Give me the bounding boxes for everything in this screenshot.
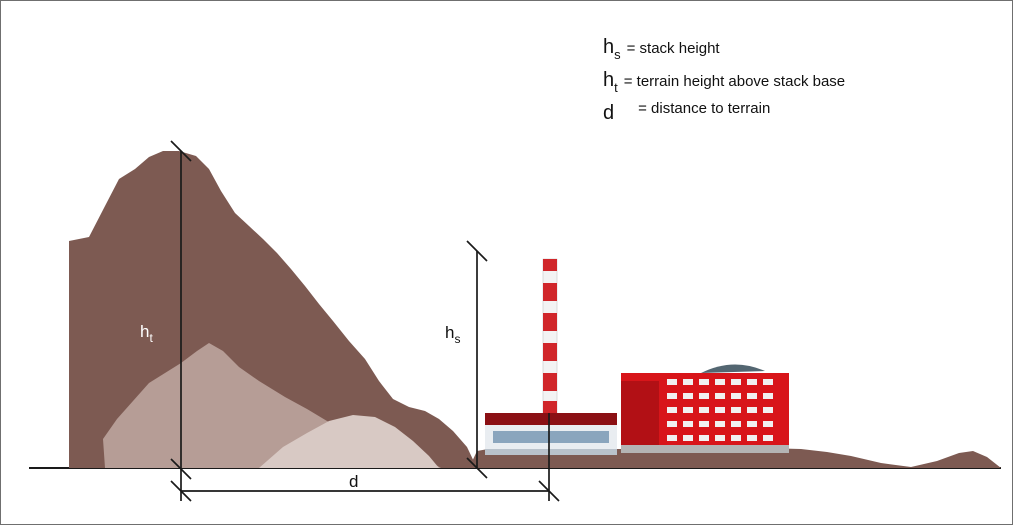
stack-stripe	[543, 259, 557, 271]
mountain-light-layer	[259, 415, 439, 468]
window	[763, 393, 773, 399]
window	[699, 379, 709, 385]
stack-stripe	[543, 343, 557, 361]
distance-tick-left	[170, 480, 192, 502]
stack-height-tick-top	[466, 240, 488, 262]
low-building-base	[485, 449, 617, 455]
window	[683, 379, 693, 385]
stack-stripe	[543, 313, 557, 331]
window	[715, 421, 725, 427]
stack-stripe	[543, 283, 557, 301]
dimension-lines	[170, 140, 560, 502]
distance-tick-right	[538, 480, 560, 502]
terrain-height-tick-top	[170, 140, 192, 162]
window	[715, 435, 725, 441]
window	[699, 421, 709, 427]
stack-stripe	[543, 373, 557, 391]
distance-label: d	[349, 472, 358, 491]
window	[763, 421, 773, 427]
window	[763, 407, 773, 413]
window	[747, 421, 757, 427]
window	[699, 407, 709, 413]
window	[731, 379, 741, 385]
legend-item-distance: d= distance to terrain	[603, 100, 770, 124]
window	[699, 435, 709, 441]
low-building-glass	[493, 431, 609, 443]
window	[715, 407, 725, 413]
legend: hs= stack height ht= terrain height abov…	[603, 36, 845, 124]
main-building-windows	[667, 379, 773, 441]
main-building	[621, 364, 789, 453]
window	[747, 379, 757, 385]
window	[683, 393, 693, 399]
smokestack-icon	[542, 258, 558, 450]
low-building-roof	[485, 413, 617, 425]
window	[731, 407, 741, 413]
window	[667, 393, 677, 399]
window	[747, 435, 757, 441]
main-building-base	[621, 445, 789, 453]
window	[683, 407, 693, 413]
legend-item-stack-height: hs= stack height	[603, 36, 720, 62]
terrain-height-label: ht	[140, 322, 153, 345]
stack-height-label: hs	[445, 323, 460, 346]
main-building-side	[621, 381, 659, 453]
window	[763, 379, 773, 385]
window	[667, 379, 677, 385]
window	[731, 435, 741, 441]
window	[747, 393, 757, 399]
main-building-dome	[701, 364, 765, 373]
window	[731, 393, 741, 399]
stack-height-tick-bottom	[466, 457, 488, 479]
window	[683, 435, 693, 441]
window	[667, 407, 677, 413]
factory-icon	[485, 258, 789, 455]
window	[667, 421, 677, 427]
stack-stripe	[543, 401, 557, 415]
window	[667, 435, 677, 441]
window	[715, 379, 725, 385]
window	[699, 393, 709, 399]
window	[763, 435, 773, 441]
window	[731, 421, 741, 427]
window	[683, 421, 693, 427]
window	[747, 407, 757, 413]
low-building	[485, 413, 617, 455]
window	[715, 393, 725, 399]
legend-item-terrain-height: ht= terrain height above stack base	[603, 69, 845, 95]
